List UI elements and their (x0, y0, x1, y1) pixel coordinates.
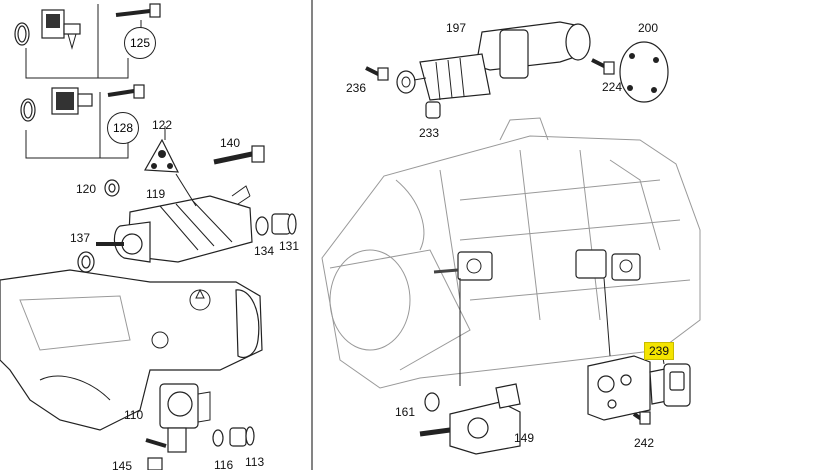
callout-122[interactable]: 122 (152, 118, 173, 132)
gearbox-housing (321, 117, 701, 389)
valve-110 (159, 383, 211, 453)
washer-161 (424, 392, 440, 412)
callout-236[interactable]: 236 (346, 81, 367, 95)
mount-block-right (575, 249, 607, 279)
selector-149 (419, 383, 521, 455)
callout-197[interactable]: 197 (446, 21, 467, 35)
callout-145[interactable]: 145 (112, 459, 133, 473)
bracket-128 (25, 130, 129, 159)
callout-137[interactable]: 137 (70, 231, 91, 245)
callout-239-highlighted[interactable]: 239 (644, 342, 675, 360)
callout-110[interactable]: 110 (124, 408, 144, 422)
callout-125[interactable]: 125 (124, 27, 156, 59)
callout-161[interactable]: 161 (395, 405, 416, 419)
cylinder-119 (96, 173, 253, 263)
cover-plate-200 (619, 41, 669, 103)
callout-131[interactable]: 131 (279, 239, 300, 253)
callout-119[interactable]: 119 (146, 187, 166, 201)
callout-113[interactable]: 113 (245, 455, 265, 469)
mount-block-left (457, 251, 493, 281)
valve-block-239 (587, 355, 691, 421)
callout-224[interactable]: 224 (602, 80, 623, 94)
callout-116[interactable]: 116 (214, 458, 234, 472)
actuator-197 (396, 21, 591, 101)
callout-140[interactable]: 140 (220, 136, 241, 150)
callout-149[interactable]: 149 (514, 431, 535, 445)
bracket-125 (25, 48, 129, 79)
washer-134 (255, 216, 269, 236)
callout-120[interactable]: 120 (76, 182, 97, 196)
housing-left (0, 269, 263, 431)
plug-131 (271, 213, 291, 235)
callout-242[interactable]: 242 (634, 436, 655, 450)
callout-233[interactable]: 233 (419, 126, 440, 140)
callout-200[interactable]: 200 (638, 21, 659, 35)
callout-134[interactable]: 134 (254, 244, 275, 258)
callout-128[interactable]: 128 (107, 112, 139, 144)
